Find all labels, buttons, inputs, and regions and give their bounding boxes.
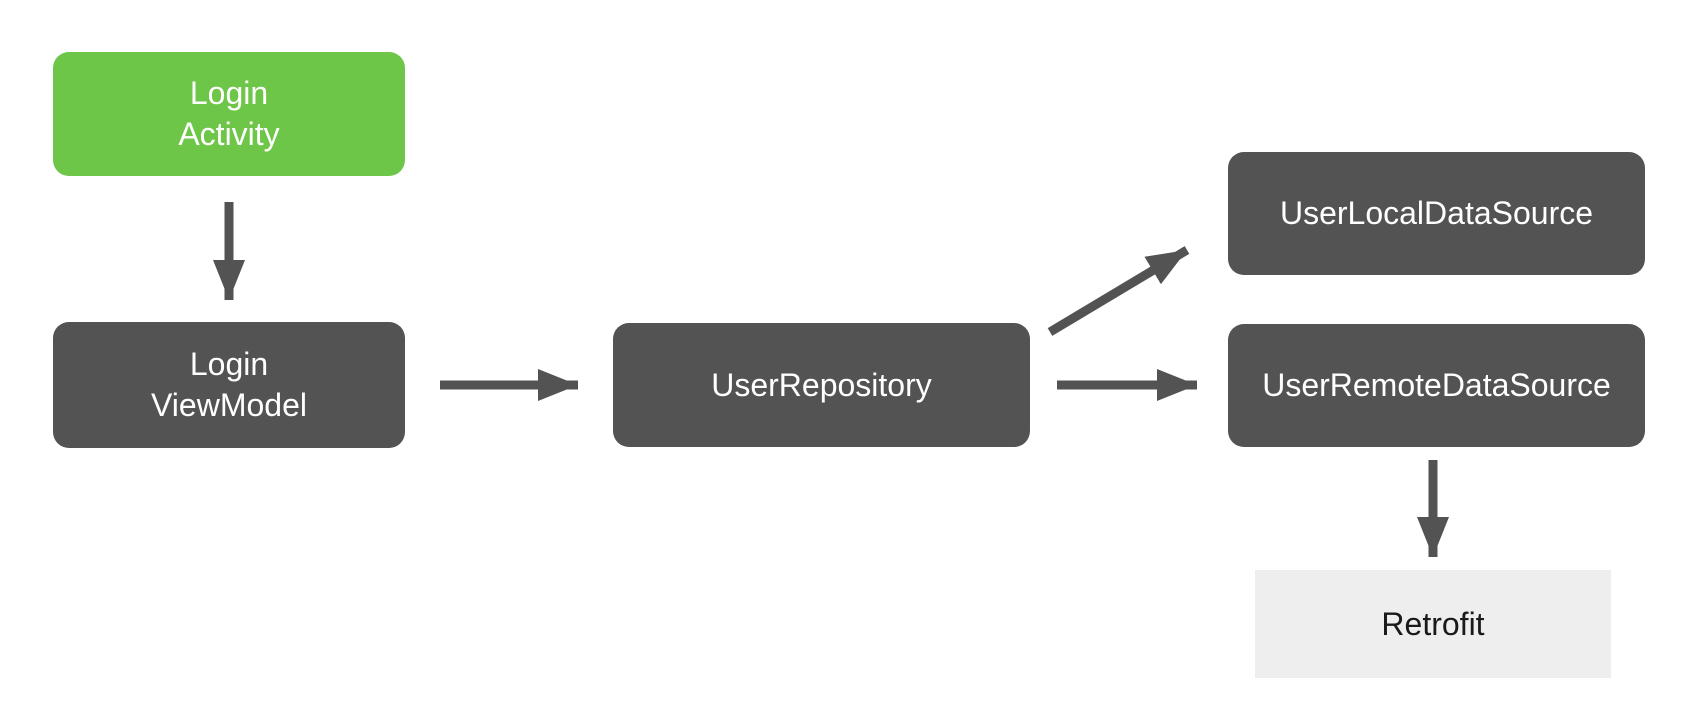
- node-retrofit: Retrofit: [1255, 570, 1611, 678]
- node-login-viewmodel-label: Login ViewModel: [151, 346, 307, 423]
- node-user-remote-data-source-label: UserRemoteDataSource: [1262, 367, 1611, 404]
- node-login-activity-label: Login Activity: [178, 75, 280, 152]
- node-user-local-data-source: UserLocalDataSource: [1228, 152, 1645, 275]
- node-login-viewmodel: Login ViewModel: [53, 322, 405, 448]
- arrow-user-repository-to-user-local-data-source: [1047, 246, 1190, 336]
- node-user-remote-data-source: UserRemoteDataSource: [1228, 324, 1645, 447]
- node-user-repository: UserRepository: [613, 323, 1030, 447]
- node-user-repository-label: UserRepository: [711, 366, 932, 403]
- node-login-activity: Login Activity: [53, 52, 405, 176]
- node-user-local-data-source-label: UserLocalDataSource: [1279, 195, 1594, 232]
- node-retrofit-label: Retrofit: [1381, 605, 1485, 642]
